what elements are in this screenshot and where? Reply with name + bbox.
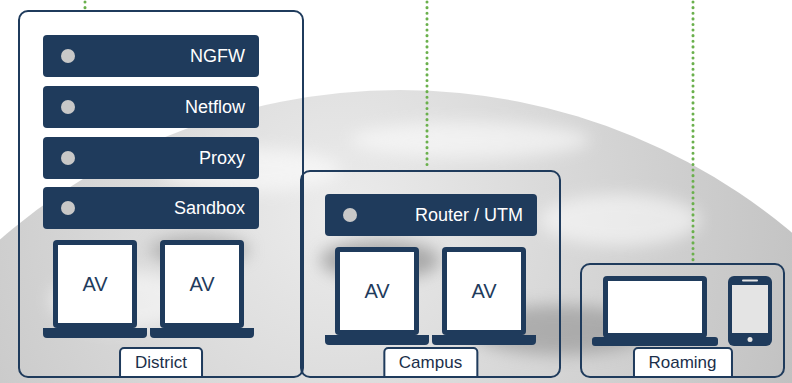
appliance-label: NGFW [190, 46, 245, 67]
appliance-label: Proxy [199, 148, 245, 169]
site-group: Roaming [580, 263, 785, 378]
roaming-laptop [592, 276, 718, 346]
appliance-label: Netflow [185, 97, 245, 118]
screen-label: AV [340, 252, 414, 330]
screen-label: AV [58, 245, 132, 323]
group-label: District [119, 347, 203, 378]
group-label: Campus [383, 347, 478, 378]
status-dot [61, 100, 75, 114]
status-dot [61, 49, 75, 63]
laptop-device: AV [43, 240, 147, 340]
security-appliance: NGFW [43, 35, 259, 77]
site-group: District NGFW NetflowProxySandboxAV AV [18, 10, 304, 378]
status-dot [343, 208, 357, 222]
laptop-device: AV [150, 240, 254, 340]
roaming-phone [728, 276, 772, 346]
screen-label: AV [165, 245, 239, 323]
appliance-label: Router / UTM [415, 205, 523, 226]
earth-globe [0, 90, 792, 383]
group-label: Roaming [632, 347, 732, 378]
appliance-label: Sandbox [174, 198, 245, 219]
status-dot [61, 151, 75, 165]
security-appliance: Proxy [43, 137, 259, 179]
screen-label: AV [447, 252, 521, 330]
laptop-device: AV [432, 247, 536, 347]
security-appliance: Router / UTM [325, 194, 537, 236]
security-appliance: Netflow [43, 86, 259, 128]
security-appliance: Sandbox [43, 187, 259, 229]
laptop-device: AV [325, 247, 429, 347]
status-dot [61, 201, 75, 215]
site-group: Campus Router / UTM AV AV [300, 170, 561, 378]
